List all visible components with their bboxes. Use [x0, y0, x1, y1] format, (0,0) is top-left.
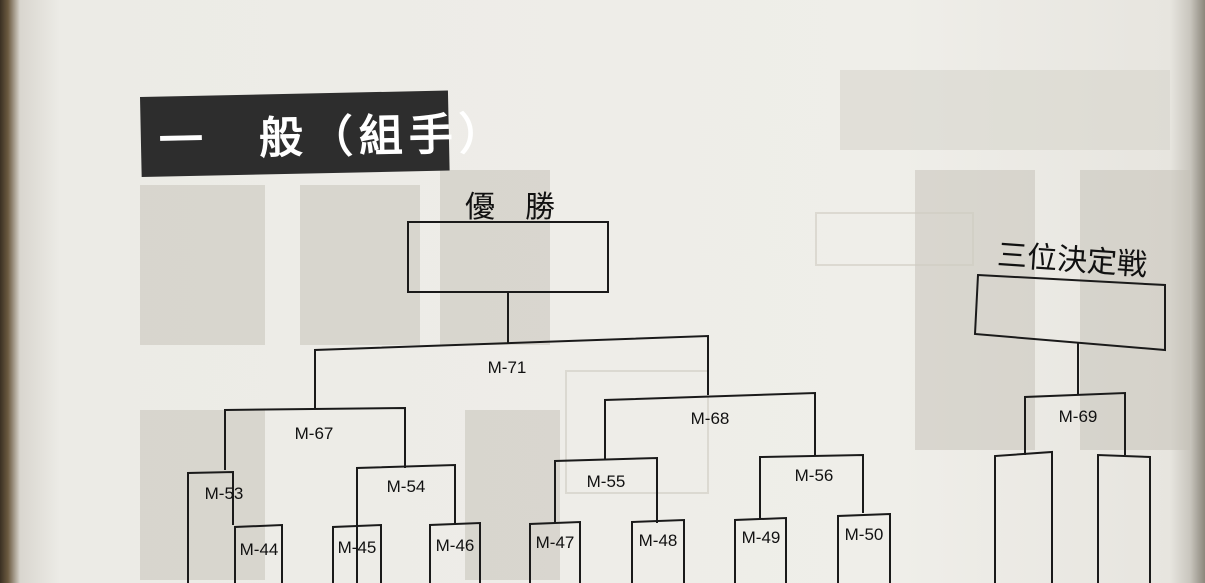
- match-label-m46: M-46: [436, 536, 475, 555]
- winner-box: [407, 221, 609, 293]
- show-through-photo: [300, 185, 420, 345]
- bracket-m69-left-stub: [994, 450, 1053, 583]
- show-through-box: [815, 212, 974, 266]
- bracket-m50-line: [837, 512, 891, 583]
- bracket-m71-line: [314, 334, 709, 408]
- bracket-m46-line: [429, 521, 481, 583]
- bracket-m67-line: [224, 406, 406, 470]
- show-through-photo: [1080, 170, 1190, 450]
- bracket-m69-line: [1024, 391, 1126, 455]
- match-label-m54: M-54: [387, 477, 426, 496]
- show-through-photo: [915, 170, 1035, 450]
- winner-label: 優 勝: [465, 191, 555, 224]
- match-label-m71: M-71: [488, 358, 527, 377]
- bracket-m55-line: [554, 456, 658, 523]
- match-label-m55: M-55: [587, 472, 626, 491]
- bracket-m69-right-stub: [1097, 453, 1151, 583]
- bracket-m56-line: [759, 453, 864, 518]
- show-through-banner: [840, 70, 1170, 150]
- bracket-m53-line: [187, 470, 234, 583]
- match-label-m50: M-50: [845, 525, 884, 544]
- third-place-label: 三位決定戦: [996, 239, 1148, 282]
- bracket-m45-line: [332, 523, 382, 583]
- match-label-m67: M-67: [295, 424, 334, 443]
- match-label-m49: M-49: [742, 528, 781, 547]
- match-label-m44: M-44: [240, 540, 279, 559]
- match-label-m45: M-45: [338, 538, 377, 557]
- bracket-m49-line: [734, 516, 787, 583]
- match-label-m47: M-47: [536, 533, 575, 552]
- bracket-m47-line: [529, 520, 581, 583]
- match-label-m48: M-48: [639, 531, 678, 550]
- match-label-m56: M-56: [795, 466, 834, 485]
- show-through-photo: [140, 185, 265, 345]
- match-label-m69: M-69: [1059, 407, 1098, 426]
- show-through-photo: [440, 170, 550, 345]
- bracket-m68-line: [604, 391, 816, 460]
- show-through-box: [565, 370, 709, 494]
- match-label-m53: M-53: [205, 484, 244, 503]
- match-label-m68: M-68: [691, 409, 730, 428]
- bracket-m44-line: [234, 523, 283, 583]
- show-through-photo: [140, 410, 265, 580]
- bracket-m48-line: [631, 518, 685, 583]
- third-place-box: [973, 273, 1166, 352]
